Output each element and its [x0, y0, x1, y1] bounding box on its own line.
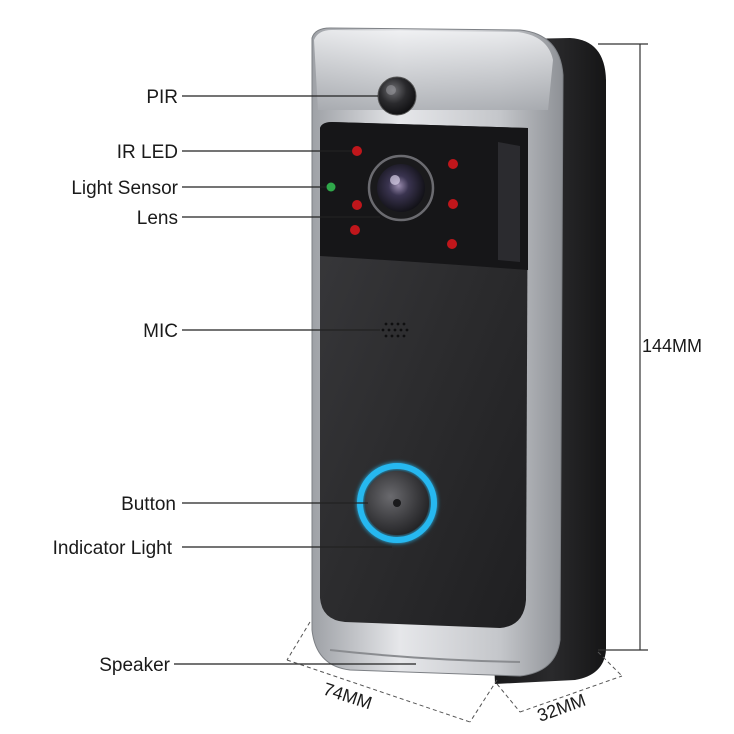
label-depth: 32MM	[535, 690, 589, 726]
label-indicator-light: Indicator Light	[53, 538, 173, 559]
depth-dimension	[496, 651, 623, 713]
label-light-sensor: Light Sensor	[71, 178, 178, 199]
ir-led	[448, 159, 458, 169]
light-sensor	[326, 182, 336, 192]
label-button: Button	[121, 494, 176, 515]
width-dimension	[286, 621, 498, 723]
label-ir-led: IR LED	[117, 142, 178, 163]
height-dimension	[598, 43, 648, 651]
lens-highlight	[390, 175, 400, 185]
ir-led	[447, 239, 457, 249]
label-speaker: Speaker	[99, 655, 170, 676]
ir-led	[352, 146, 362, 156]
mic-grille	[381, 322, 409, 338]
label-mic: MIC	[143, 321, 178, 342]
device-top-bevel	[314, 30, 553, 110]
ir-led	[350, 225, 360, 235]
ir-led	[448, 199, 458, 209]
button-center	[393, 499, 401, 507]
ir-led	[352, 200, 362, 210]
ir-led-cluster	[350, 146, 458, 249]
camera-window-sheen	[498, 142, 520, 262]
pir-sensor-highlight	[386, 85, 396, 95]
pir-sensor	[377, 76, 417, 116]
label-lens: Lens	[137, 208, 178, 229]
speaker-slot	[329, 649, 521, 663]
label-height: 144MM	[642, 336, 702, 356]
camera-lens	[377, 164, 425, 212]
label-pir: PIR	[146, 87, 178, 108]
label-width: 74MM	[321, 679, 375, 713]
